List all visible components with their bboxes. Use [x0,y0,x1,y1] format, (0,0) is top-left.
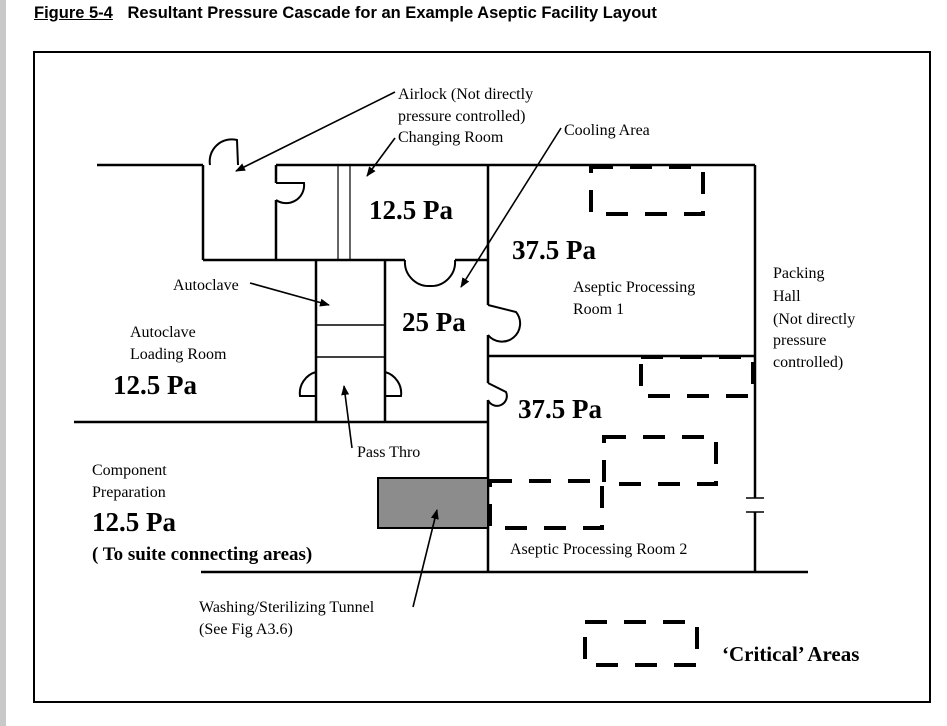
pass-thro-label: Pass Thro [357,444,420,461]
aseptic-room-2-label: Aseptic Processing Room 2 [510,541,687,558]
component-note-label: ( To suite connecting areas) [92,544,312,565]
figure-caption: Figure 5-4 Resultant Pressure Cascade fo… [34,4,657,23]
component-prep-pressure: 12.5 Pa [92,507,176,537]
critical-area-markers [488,165,755,667]
component-preparation-label: Component Preparation [92,462,171,501]
packing-hall-label: Packing Hall (Not directly pressure cont… [773,265,859,371]
page-left-rule [0,0,6,726]
figure-number: Figure 5-4 [34,4,113,22]
changing-room-label: Changing Room [398,129,504,146]
autoclave-label: Autoclave [173,277,239,294]
aseptic-room-1-pressure: 37.5 Pa [512,235,596,265]
tunnel-label: Washing/Sterilizing Tunnel (See Fig A3.6… [199,599,378,638]
washing-tunnel-block [377,477,489,529]
airlock-label: Airlock (Not directly pressure controlle… [398,86,537,125]
changing-room-pressure: 12.5 Pa [369,195,453,225]
cooling-area-pressure: 25 Pa [402,307,466,337]
callout-arrows [235,91,562,608]
autoclave-loading-pressure: 12.5 Pa [113,370,197,400]
critical-areas-legend-label: ‘Critical’ Areas [722,642,859,666]
door-swings [208,138,522,407]
cooling-area-label: Cooling Area [564,122,650,139]
figure-frame [33,51,931,703]
autoclave-loading-room-label: Autoclave Loading Room [130,324,227,363]
aseptic-room-2-pressure: 37.5 Pa [518,394,602,424]
aseptic-room-1-label: Aseptic Processing Room 1 [573,279,699,318]
figure-title: Resultant Pressure Cascade for an Exampl… [127,4,657,22]
